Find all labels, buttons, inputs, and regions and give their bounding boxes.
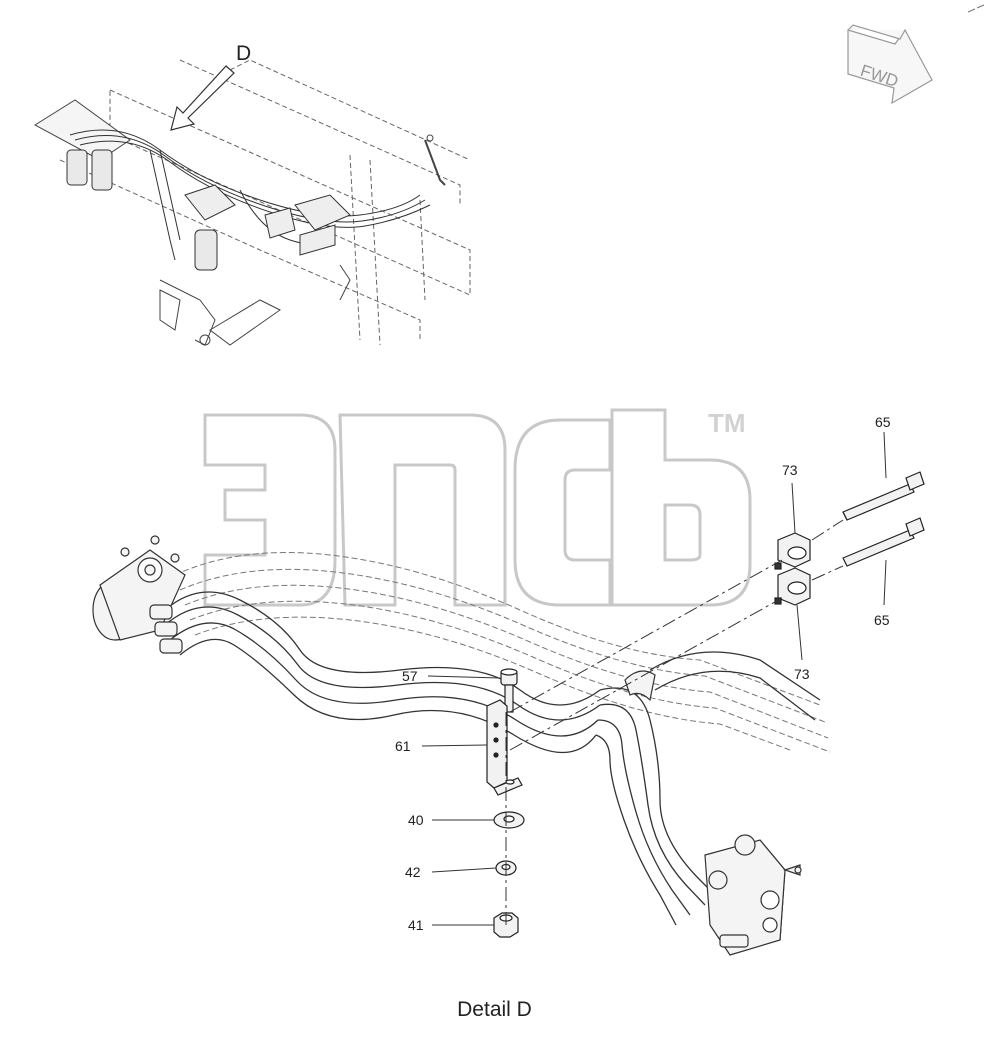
elbow-fitting [624, 670, 656, 702]
clamp-block-73 [774, 532, 811, 606]
callout-73-top: 73 [782, 462, 798, 478]
bolt-57 [500, 668, 518, 713]
hose-bundle [164, 591, 821, 926]
callout-leaders [421, 431, 887, 926]
control-valve-block [704, 834, 802, 956]
detail-marker-label: D [236, 42, 252, 65]
callout-41: 41 [408, 917, 424, 933]
watermark-tm: TM [708, 408, 746, 438]
bracket-61 [486, 699, 523, 796]
callout-61: 61 [395, 738, 411, 754]
callout-73-bottom: 73 [794, 666, 810, 682]
callout-65-top: 65 [875, 414, 891, 430]
callout-40: 40 [408, 812, 424, 828]
detail-d-arrow [170, 65, 235, 131]
assembly-centerlines [505, 519, 844, 925]
overview-assembly [34, 59, 471, 346]
watermark-logo-icon [203, 408, 752, 607]
callout-42: 42 [405, 864, 421, 880]
bolt-65 [842, 471, 925, 567]
corner-marks [967, 4, 985, 13]
fwd-arrow-icon [847, 24, 933, 105]
hydraulic-pump [92, 535, 186, 654]
washer-40 [493, 811, 525, 829]
callout-57: 57 [402, 668, 418, 684]
callout-65-bottom: 65 [874, 612, 890, 628]
detail-title: Detail D [457, 998, 532, 1021]
